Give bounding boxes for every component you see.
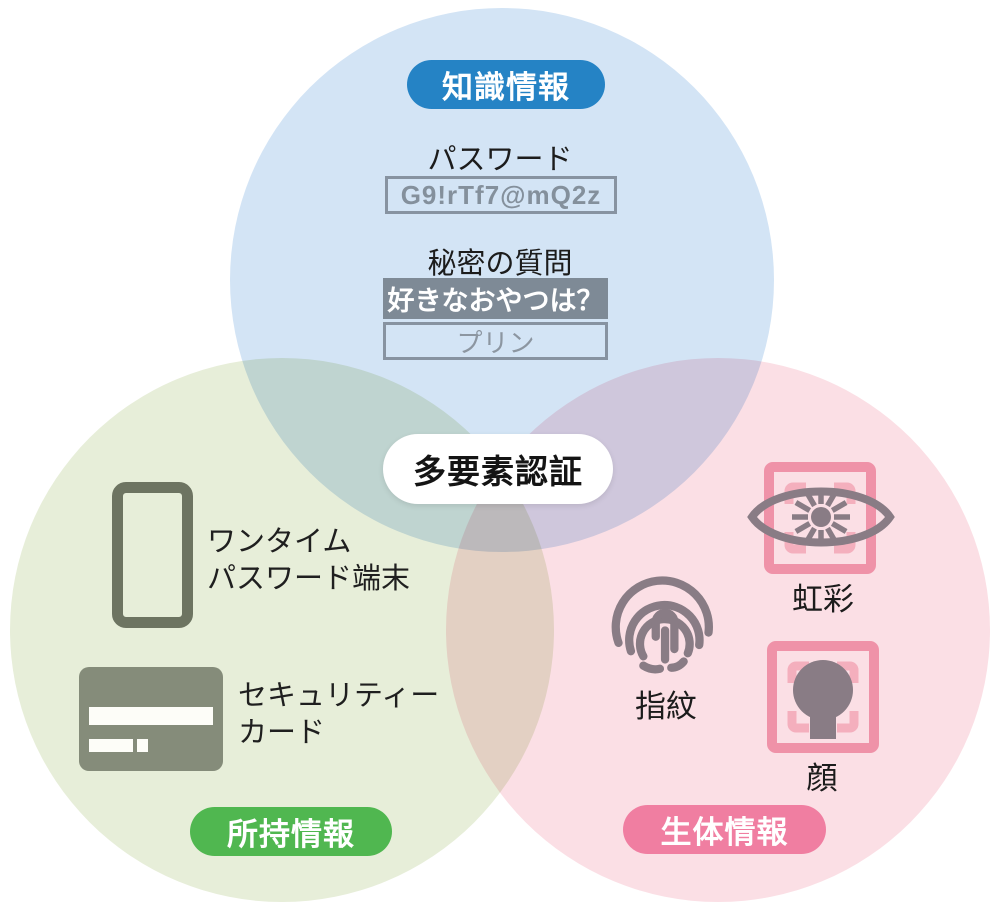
biometric-badge: 生体情報 [623,805,826,854]
password-value-box: G9!rTf7@mQ2z [385,176,617,214]
face-label: 顔 [806,761,838,796]
security-card-label-line2: カード [238,717,326,749]
knowledge-badge: 知識情報 [407,60,605,109]
center-title: 多要素認証 [383,434,613,504]
fingerprint-icon [611,576,713,674]
possession-badge: 所持情報 [190,807,392,856]
fingerprint-label: 指紋 [635,689,697,724]
secret-answer-box: プリン [383,322,608,360]
otp-device-label-line2: パスワード端末 [207,563,411,595]
password-label: パスワード [427,144,573,176]
card-stripe [89,707,213,725]
secret-question-label: 秘密の質問 [427,248,573,280]
card-chip [137,739,148,752]
iris-icon [747,487,895,547]
smartphone-icon [112,482,193,628]
iris-scan-frame [764,462,876,574]
security-card-label-line1: セキュリティー [238,680,440,712]
otp-device-label: ワンタイム パスワード端末 [207,524,410,598]
security-card-label: セキュリティー カード [238,678,439,752]
face-scan-icon [767,641,879,753]
iris-label: 虹彩 [792,582,854,617]
secret-question-box: 好きなおやつは？ [383,278,608,319]
otp-device-label-line1: ワンタイム [207,526,352,558]
security-card-icon [79,667,223,771]
card-signature-bar [89,739,133,752]
